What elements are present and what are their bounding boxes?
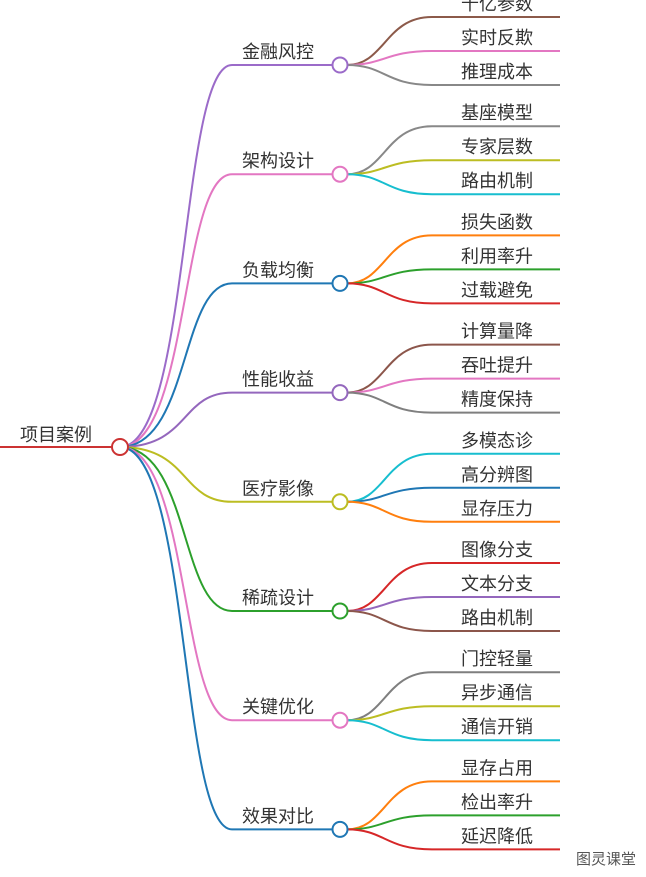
branch-node-circle [331,56,349,74]
leaf-node-label: 图像分支 [461,540,533,561]
leaf-node-label: 利用率升 [461,246,533,267]
leaf-edge [346,343,560,394]
leaf-node-label: 检出率升 [461,792,533,813]
leaf-node-label: 异步通信 [461,683,533,704]
branch-edge [119,446,333,503]
branch-node-label: 关键优化 [242,697,314,718]
labels-layer: 项目案例金融风控千亿参数实时反欺推理成本架构设计基座模型专家层数路由机制负载均衡… [20,0,533,847]
leaf-edge [346,234,560,285]
branch-node-circle [331,274,349,292]
leaf-edge [346,719,560,742]
branch-node-circle [331,493,349,511]
branch-node-label: 性能收益 [242,370,314,391]
leaf-edge [346,391,560,414]
leaf-node-label: 高分辨图 [461,465,533,486]
leaf-edge [346,282,560,305]
leaf-node-label: 专家层数 [461,137,533,158]
leaf-node-label: 多模态诊 [461,431,533,452]
leaf-node-label: 损失函数 [461,212,533,233]
watermark: 图灵课堂 [575,850,636,868]
branch-edge [119,282,333,448]
leaf-node-label: 实时反欺 [461,28,533,49]
leaf-node-label: 路由机制 [461,608,533,629]
branch-node-circle [331,384,349,402]
leaf-edge [346,173,560,196]
leaf-node-label: 千亿参数 [461,0,533,15]
leaf-node-label: 显存压力 [461,499,533,520]
branch-node-label: 金融风控 [242,42,314,63]
leaf-node-label: 计算量降 [461,322,533,343]
leaf-edge [346,500,560,523]
leaf-node-label: 过载避免 [461,280,533,301]
leaf-node-label: 门控轻量 [461,649,533,670]
branch-edge [119,391,333,448]
branch-edge [119,446,333,722]
leaf-edge [346,486,560,503]
leaf-edge [346,780,560,831]
branch-edge [119,64,333,448]
leaf-edge [346,562,560,612]
branch-node-label: 医疗影像 [242,479,314,500]
leaf-node-label: 显存占用 [461,758,533,779]
leaf-edge [346,705,560,722]
branch-edge [119,173,333,448]
root-node-circle [111,438,129,456]
leaf-edge [346,159,560,176]
leaf-node-label: 延迟降低 [461,826,533,847]
leaf-node-label: 通信开销 [461,717,533,738]
leaf-edge [346,814,560,831]
leaf-edge [346,64,560,86]
leaf-edge [346,377,560,394]
branch-edge [119,446,333,612]
edges-layer [119,16,560,851]
leaf-edge [346,596,560,612]
circles-layer [111,56,349,838]
branch-edge [119,446,333,831]
leaf-node-label: 文本分支 [461,574,533,595]
leaf-edge [346,610,560,632]
branch-node-label: 架构设计 [242,151,314,172]
branch-node-label: 效果对比 [242,806,314,827]
leaf-edge [346,50,560,66]
leaf-edge [346,125,560,176]
root-node-label: 项目案例 [20,425,92,446]
leaf-edge [346,16,560,66]
branch-node-circle [331,165,349,183]
leaf-node-label: 路由机制 [461,171,533,192]
leaf-node-label: 基座模型 [461,103,533,124]
branch-node-circle [331,602,349,620]
leaf-edge [346,452,560,503]
branch-node-label: 负载均衡 [242,260,314,281]
leaf-node-label: 推理成本 [461,62,533,83]
branch-node-label: 稀疏设计 [242,588,314,609]
leaf-edge [346,671,560,722]
leaf-edge [346,268,560,285]
leaf-edge [346,828,560,851]
leaf-node-label: 吞吐提升 [461,356,533,377]
leaf-node-label: 精度保持 [461,390,533,411]
branch-node-circle [331,820,349,838]
branch-node-circle [331,711,349,729]
